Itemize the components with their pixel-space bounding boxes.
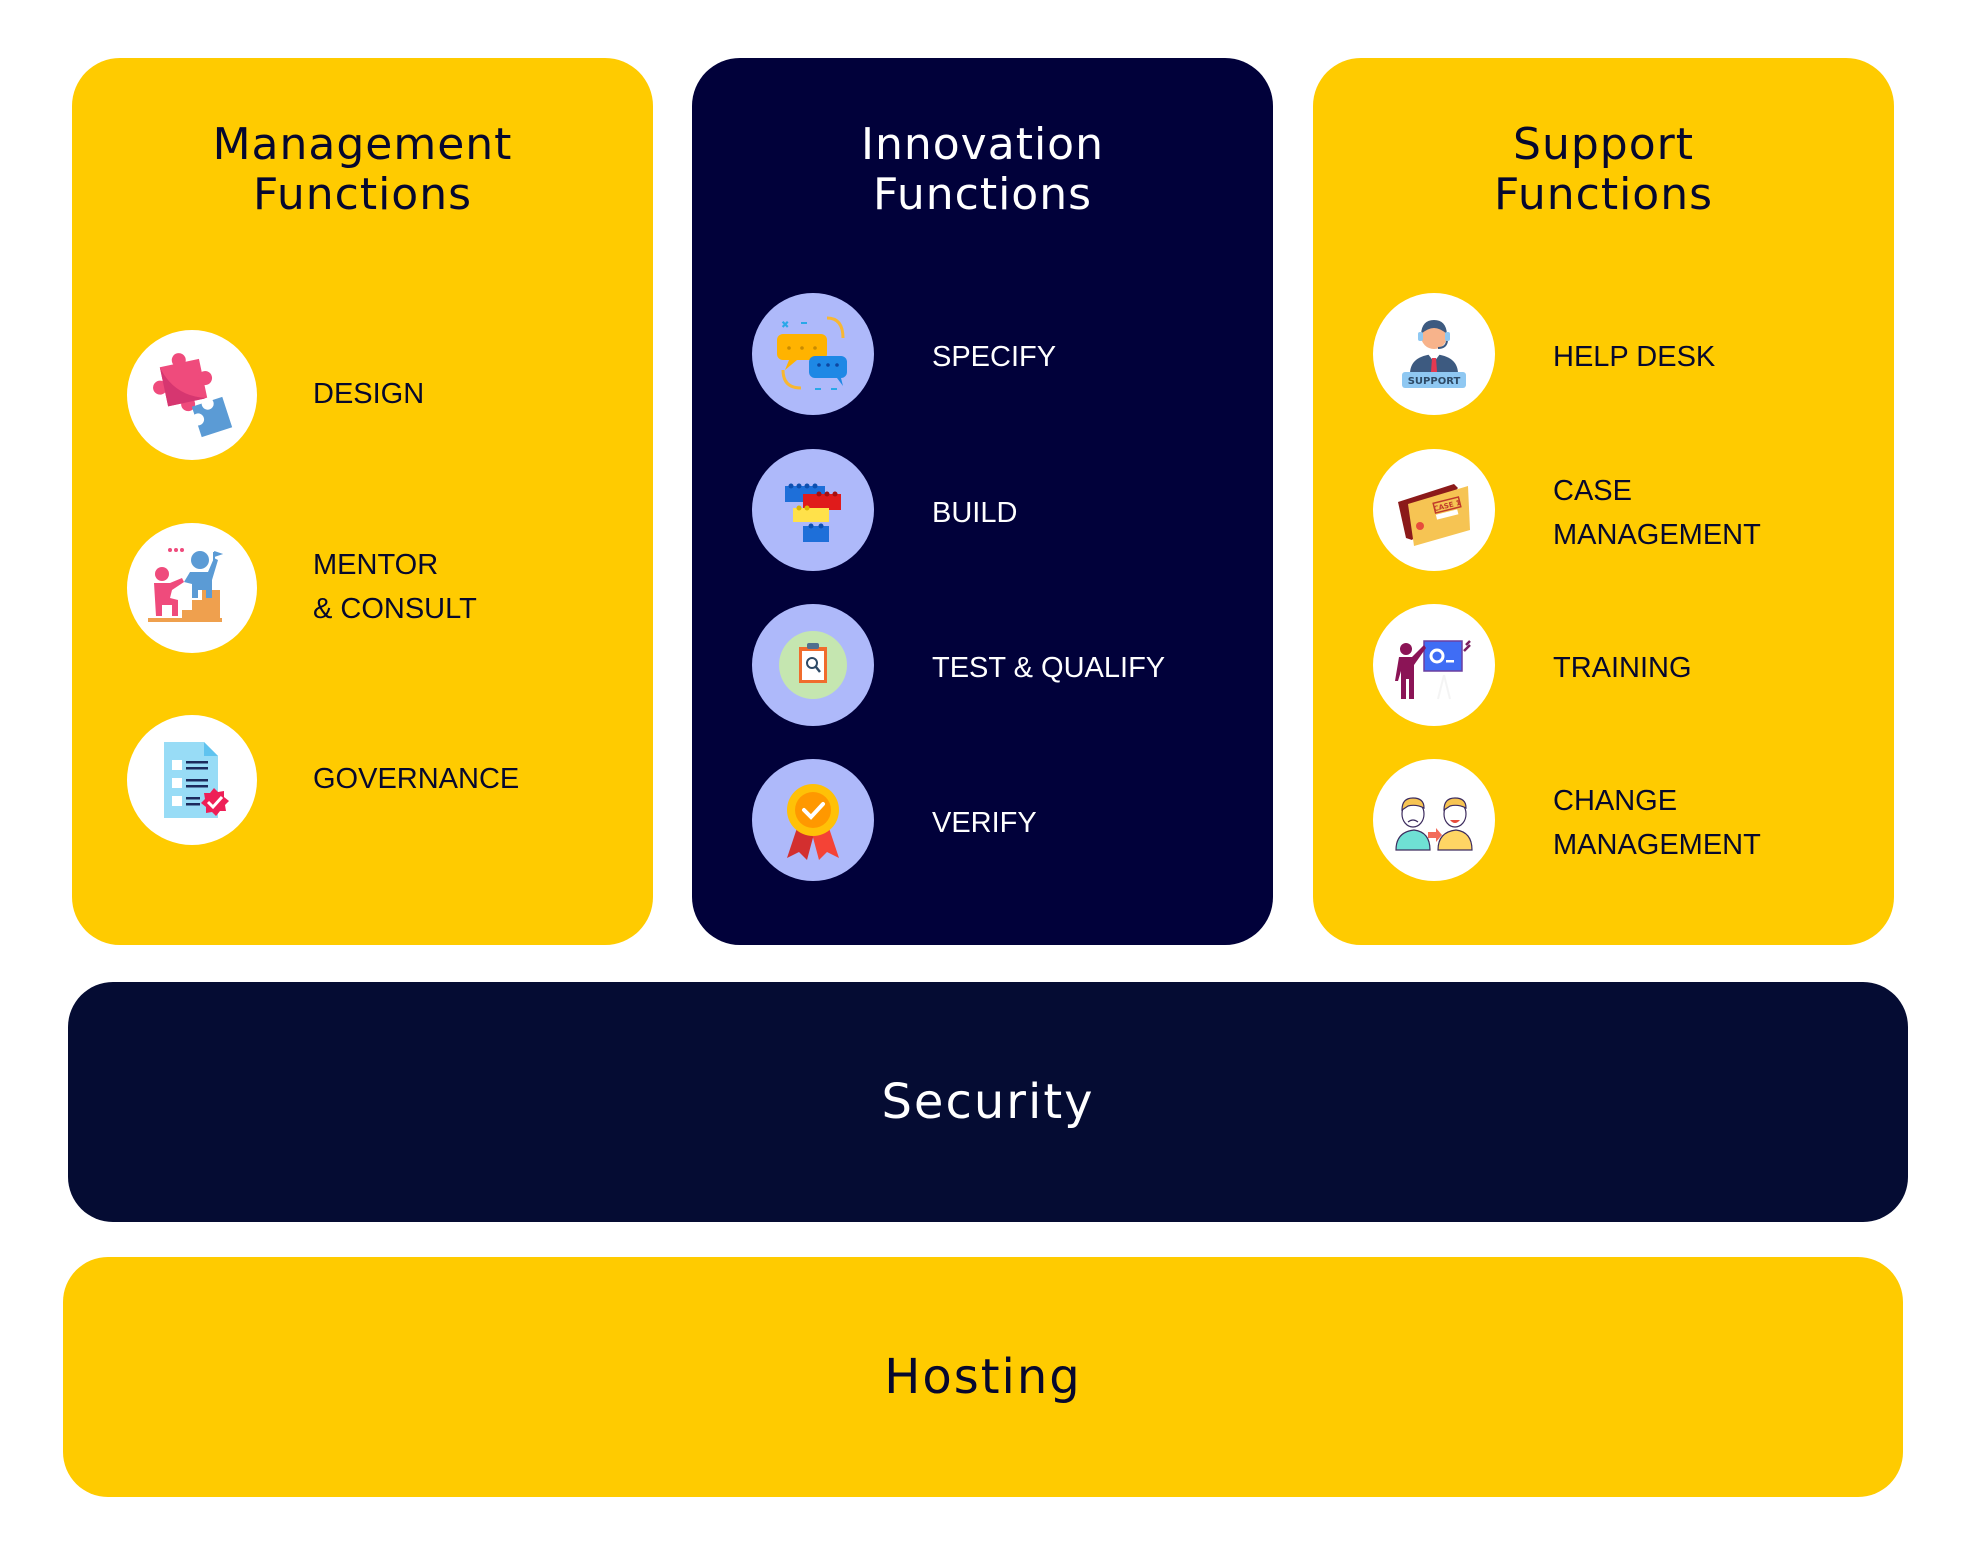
title-line: Innovation xyxy=(861,119,1104,170)
label-line: SPECIFY xyxy=(932,341,1057,373)
support-agent-icon: SUPPORT xyxy=(1373,293,1495,415)
label-line: TEST & QUALIFY xyxy=(932,652,1166,684)
item-label: TEST & QUALIFY xyxy=(932,646,1165,690)
label-line: MENTOR xyxy=(313,549,439,581)
label-line: DESIGN xyxy=(313,378,425,410)
label-line: MANAGEMENT xyxy=(1553,519,1761,551)
hosting-label: Hosting xyxy=(884,1349,1082,1405)
item-label: TRAINING xyxy=(1553,646,1692,690)
presentation-trainer-icon xyxy=(1373,604,1495,726)
mentor-stairs-icon xyxy=(127,523,257,653)
item-label: GOVERNANCE xyxy=(313,757,519,801)
chat-bubbles-icon: ✖ xyxy=(752,293,874,415)
label-line: BUILD xyxy=(932,497,1018,529)
innovation-functions-title: Innovation Functions xyxy=(692,120,1273,220)
item-label: MENTOR & CONSULT xyxy=(313,543,477,631)
item-label: CASE MANAGEMENT xyxy=(1553,469,1761,557)
label-line: TRAINING xyxy=(1553,652,1692,684)
item-label: SPECIFY xyxy=(932,335,1056,379)
management-functions-title: Management Functions xyxy=(72,120,653,220)
change-people-icon xyxy=(1373,759,1495,881)
security-label: Security xyxy=(881,1074,1095,1130)
support-icon-text: SUPPORT xyxy=(1408,376,1461,387)
hosting-layer: Hosting xyxy=(63,1257,1903,1497)
puzzle-icon xyxy=(127,330,257,460)
checklist-document-icon xyxy=(127,715,257,845)
support-functions-card: Support Functions SUPPORT HELP DESK xyxy=(1313,58,1894,945)
innovation-functions-card: Innovation Functions ✖ SPECIFY xyxy=(692,58,1273,945)
item-label: CHANGE MANAGEMENT xyxy=(1553,779,1761,867)
item-label: VERIFY xyxy=(932,801,1037,845)
title-line: Support xyxy=(1513,119,1694,170)
item-case-management: CASE 1 CASE MANAGEMENT xyxy=(1373,449,1874,577)
item-build: BUILD xyxy=(752,449,1253,577)
title-line: Functions xyxy=(1493,169,1714,220)
item-label: HELP DESK xyxy=(1553,335,1715,379)
label-line: HELP DESK xyxy=(1553,341,1716,373)
item-help-desk: SUPPORT HELP DESK xyxy=(1373,293,1874,421)
item-verify: VERIFY xyxy=(752,759,1253,887)
award-badge-icon xyxy=(752,759,874,881)
label-line: CHANGE xyxy=(1553,785,1678,817)
item-mentor-consult: MENTOR & CONSULT xyxy=(127,523,633,653)
item-label: BUILD xyxy=(932,491,1017,535)
svg-text:✖: ✖ xyxy=(781,320,789,331)
item-label: DESIGN xyxy=(313,372,424,416)
item-governance: GOVERNANCE xyxy=(127,715,633,845)
item-specify: ✖ SPECIFY xyxy=(752,293,1253,421)
item-change-management: CHANGE MANAGEMENT xyxy=(1373,759,1874,887)
title-line: Management xyxy=(212,119,513,170)
title-line: Functions xyxy=(872,169,1093,220)
case-folder-icon: CASE 1 xyxy=(1373,449,1495,571)
security-layer: Security xyxy=(68,982,1908,1222)
label-line: CASE xyxy=(1553,475,1632,507)
label-line: VERIFY xyxy=(932,807,1037,839)
item-training: TRAINING xyxy=(1373,604,1874,732)
support-functions-title: Support Functions xyxy=(1313,120,1894,220)
label-line: MANAGEMENT xyxy=(1553,829,1761,861)
label-line: GOVERNANCE xyxy=(313,763,520,795)
title-line: Functions xyxy=(252,169,473,220)
building-blocks-icon xyxy=(752,449,874,571)
clipboard-search-icon xyxy=(752,604,874,726)
label-line: & CONSULT xyxy=(313,593,477,625)
item-design: DESIGN xyxy=(127,330,633,460)
management-functions-card: Management Functions xyxy=(72,58,653,945)
item-test-qualify: TEST & QUALIFY xyxy=(752,604,1253,732)
